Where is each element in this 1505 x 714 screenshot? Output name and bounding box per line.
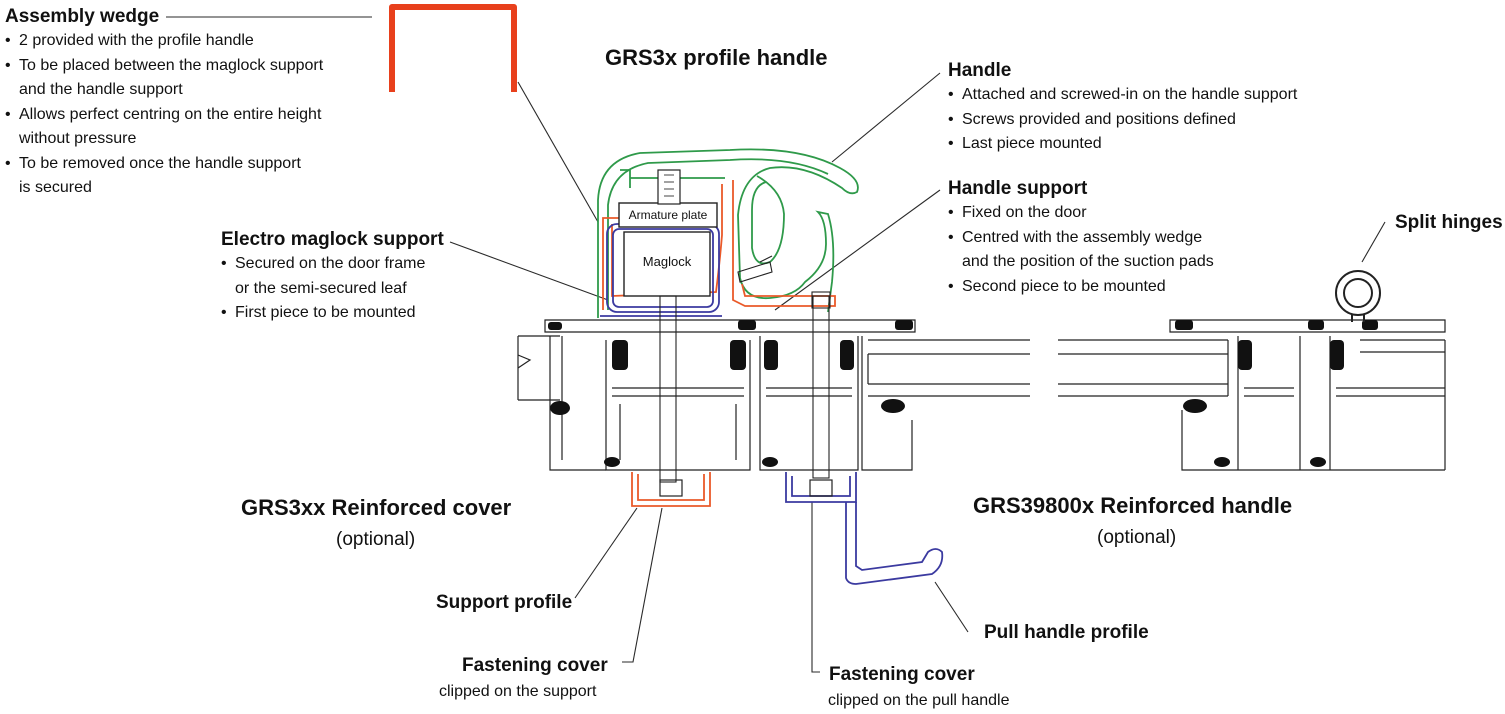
split-hinges-label: Split hinges xyxy=(1395,212,1503,233)
pull-handle-profile-label: Pull handle profile xyxy=(984,622,1149,643)
leader-fastening-left xyxy=(622,507,663,663)
armature-plate-label: Armature plate xyxy=(629,208,708,222)
leader-maglock-support xyxy=(449,241,609,301)
reinforced-cover-note: (optional) xyxy=(336,529,416,550)
leader-wedge-to-gap xyxy=(517,81,599,223)
reinforced-handle-title: GRS39800x Reinforced handle xyxy=(973,493,1293,518)
leader-support-profile xyxy=(574,507,638,599)
maglock-label: Maglock xyxy=(643,254,692,269)
reinforced-handle-note: (optional) xyxy=(1097,527,1177,548)
maglock-support-title: Electro maglock support xyxy=(221,229,444,250)
assembly-wedge-shape xyxy=(389,4,517,92)
maglock-support-bullet: First piece to be mounted xyxy=(221,301,425,326)
fastening-cover-right-note: clipped on the pull handle xyxy=(828,692,1010,709)
assembly-wedge-bullet: 2 provided with the profile handle xyxy=(5,29,323,54)
reinforced-handle-shape xyxy=(785,472,944,585)
leader-split-hinges xyxy=(1361,221,1386,263)
handle-bullets: Attached and screwed-in on the handle su… xyxy=(948,83,1297,157)
maglock-box xyxy=(623,231,711,297)
handle-title: Handle xyxy=(948,60,1012,81)
handle-support-bullets: Fixed on the door Centred with the assem… xyxy=(948,201,1214,299)
handle-bullet: Last piece mounted xyxy=(948,132,1297,157)
profile-handle-title: GRS3x profile handle xyxy=(605,45,828,70)
gaskets xyxy=(548,320,1378,467)
assembly-wedge-title: Assembly wedge xyxy=(5,6,160,27)
armature-plate-box xyxy=(618,169,718,228)
fastening-cover-left-note: clipped on the support xyxy=(439,683,597,700)
assembly-wedge-bullet: Allows perfect centring on the entire he… xyxy=(5,103,323,152)
handle-bullet: Attached and screwed-in on the handle su… xyxy=(948,83,1297,108)
handle-support-bullet: Second piece to be mounted xyxy=(948,275,1214,300)
handle-support-title: Handle support xyxy=(948,178,1088,199)
reinforced-cover-title: GRS3xx Reinforced cover xyxy=(241,495,512,520)
support-profile-label: Support profile xyxy=(436,592,573,613)
fastening-cover-left-title: Fastening cover xyxy=(462,655,608,676)
handle-support-bullet: Centred with the assembly wedge and the … xyxy=(948,226,1214,275)
split-hinge-shape xyxy=(1335,270,1381,322)
maglock-support-bullets: Secured on the door frame or the semi-se… xyxy=(221,252,425,326)
frame-profiles xyxy=(517,319,1446,471)
maglock-support-bullet: Secured on the door frame or the semi-se… xyxy=(221,252,425,301)
leader-handle-support xyxy=(774,189,941,311)
handle-support-bullet: Fixed on the door xyxy=(948,201,1214,226)
assembly-wedge-bullets: 2 provided with the profile handle To be… xyxy=(5,29,323,201)
assembly-wedge-bullet: To be placed between the maglock support… xyxy=(5,54,323,103)
assembly-wedge-bullet: To be removed once the handle support is… xyxy=(5,152,323,201)
reinforced-cover-shape xyxy=(631,472,711,507)
leader-fastening-right xyxy=(811,502,820,673)
handle-bullet: Screws provided and positions defined xyxy=(948,108,1297,133)
leader-pull-handle xyxy=(934,581,969,633)
fastening-cover-right-title: Fastening cover xyxy=(829,664,975,685)
leader-handle xyxy=(831,72,941,163)
